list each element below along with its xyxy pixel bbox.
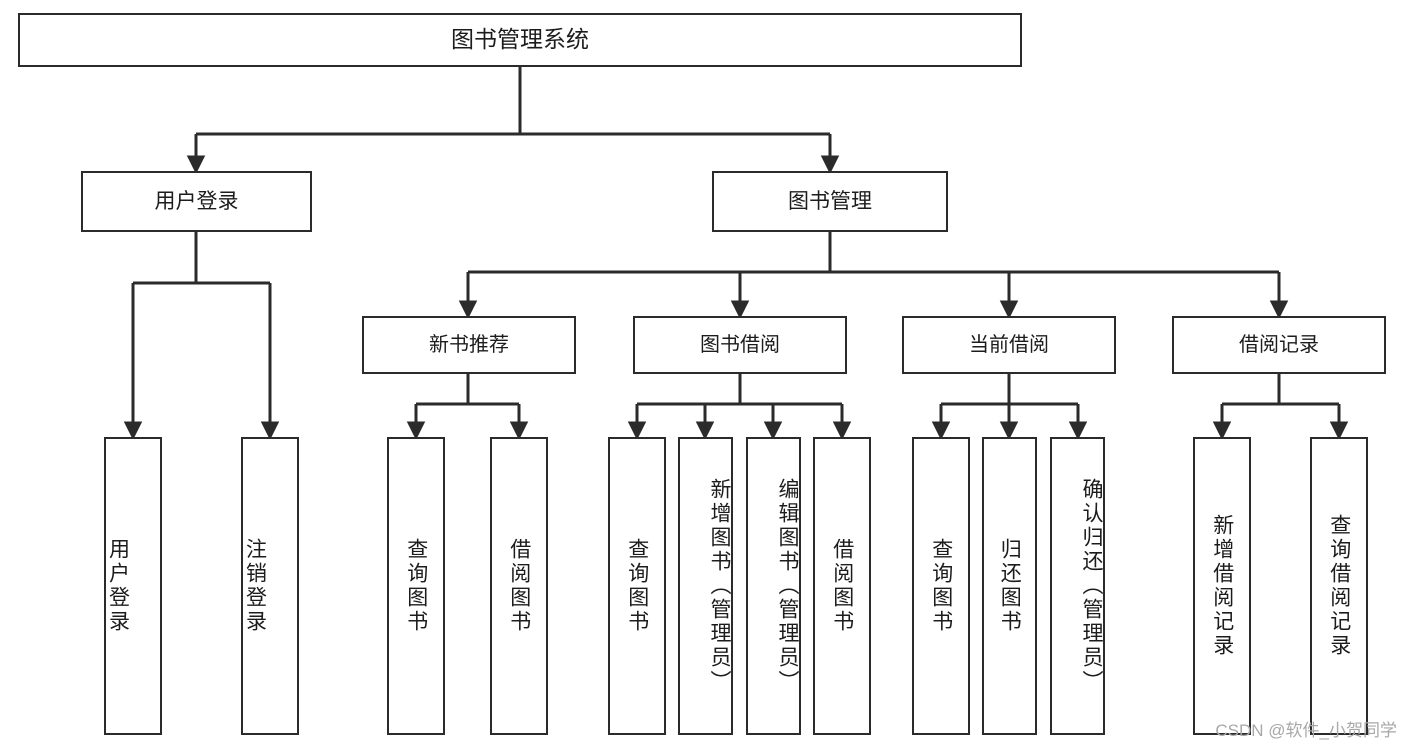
node-label: 用户登录 bbox=[106, 538, 130, 634]
node-new-book-recommend[interactable]: 新书推荐 bbox=[362, 316, 576, 374]
node-label: 借阅图书 bbox=[830, 538, 854, 634]
leaf-add-book[interactable]: 新增图书（管理员） bbox=[678, 437, 733, 735]
node-root-system[interactable]: 图书管理系统 bbox=[18, 13, 1022, 67]
leaf-return-book[interactable]: 归还图书 bbox=[982, 437, 1037, 735]
node-label: 用户登录 bbox=[154, 189, 239, 213]
node-label: 注销登录 bbox=[243, 538, 267, 634]
leaf-query-book-2[interactable]: 查询图书 bbox=[608, 437, 666, 735]
node-label: 图书管理系统 bbox=[451, 26, 589, 53]
node-label: 借阅记录 bbox=[1239, 333, 1319, 356]
leaf-query-book-3[interactable]: 查询图书 bbox=[912, 437, 970, 735]
node-label: 编辑图书（管理员） bbox=[776, 478, 799, 694]
watermark-text: CSDN @软件_小贺同学 bbox=[1215, 721, 1397, 740]
node-label: 图书管理 bbox=[788, 189, 872, 213]
node-label: 新增借阅记录 bbox=[1210, 514, 1234, 658]
leaf-logout[interactable]: 注销登录 bbox=[241, 437, 299, 735]
node-current-borrow[interactable]: 当前借阅 bbox=[902, 316, 1116, 374]
leaf-edit-book[interactable]: 编辑图书（管理员） bbox=[746, 437, 801, 735]
node-borrow-records[interactable]: 借阅记录 bbox=[1172, 316, 1386, 374]
node-label: 确认归还（管理员） bbox=[1080, 478, 1103, 694]
leaf-user-login[interactable]: 用户登录 bbox=[104, 437, 162, 735]
node-label: 查询图书 bbox=[404, 538, 428, 634]
node-label: 新增图书（管理员） bbox=[708, 478, 731, 694]
leaf-add-record[interactable]: 新增借阅记录 bbox=[1193, 437, 1251, 735]
node-label: 查询图书 bbox=[929, 538, 953, 634]
leaf-query-book-1[interactable]: 查询图书 bbox=[387, 437, 445, 735]
node-user-login[interactable]: 用户登录 bbox=[81, 171, 312, 232]
node-label: 新书推荐 bbox=[429, 333, 509, 356]
node-label: 图书借阅 bbox=[700, 333, 780, 356]
node-label: 查询借阅记录 bbox=[1327, 514, 1351, 658]
node-book-borrow[interactable]: 图书借阅 bbox=[633, 316, 847, 374]
leaf-query-record[interactable]: 查询借阅记录 bbox=[1310, 437, 1368, 735]
leaf-borrow-book-1[interactable]: 借阅图书 bbox=[490, 437, 548, 735]
node-book-management[interactable]: 图书管理 bbox=[712, 171, 948, 232]
node-label: 借阅图书 bbox=[507, 538, 531, 634]
node-label: 归还图书 bbox=[998, 538, 1022, 634]
leaf-confirm-return[interactable]: 确认归还（管理员） bbox=[1050, 437, 1105, 735]
node-label: 查询图书 bbox=[625, 538, 649, 634]
node-label: 当前借阅 bbox=[969, 333, 1049, 356]
leaf-borrow-book-2[interactable]: 借阅图书 bbox=[813, 437, 871, 735]
